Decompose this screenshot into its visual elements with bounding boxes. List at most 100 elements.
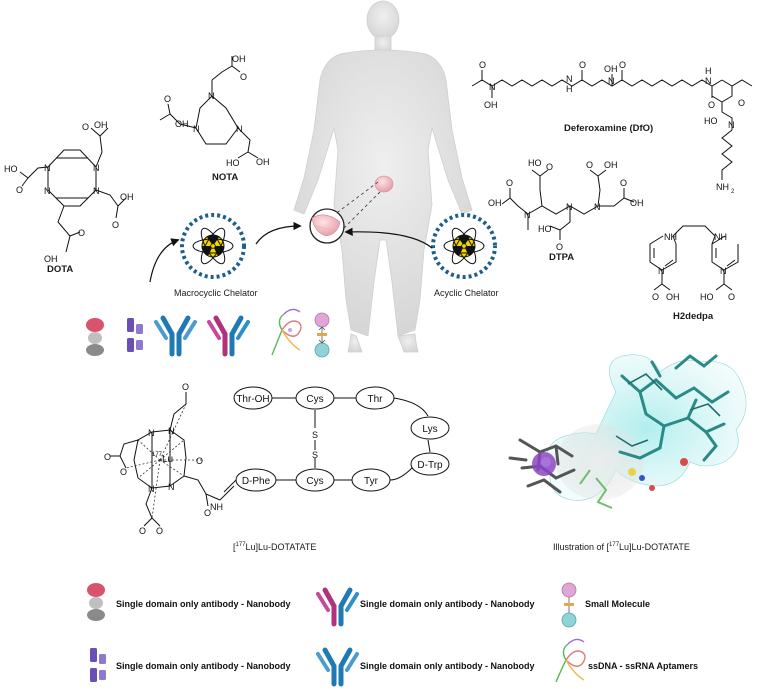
svg-text:NH: NH [716, 182, 729, 192]
dtpa-atoms: N N N OH O HO O HO O O OH O OH [488, 158, 644, 252]
dfo-atoms: O N OH H N O N OH O N H O N HO O NH 2 [479, 60, 745, 195]
svg-text:H: H [566, 84, 573, 94]
nota-structure [159, 56, 259, 159]
svg-text:HO: HO [226, 158, 240, 168]
dota-label: DOTA [47, 264, 74, 275]
dotatate-chelate-structure [110, 392, 235, 527]
residue-tyr-node [351, 468, 391, 492]
svg-text:O: O [164, 94, 171, 104]
legend-small-molecule-icon [561, 582, 577, 628]
svg-text:N: N [608, 76, 615, 86]
antibody-magenta-blue-icon-row [207, 315, 250, 357]
svg-text:OH: OH [488, 198, 502, 208]
svg-text:Lu: Lu [162, 454, 173, 465]
magnified-tissue [309, 208, 345, 244]
legend-antibody-magenta-icon [316, 587, 359, 627]
svg-text:O: O [708, 100, 715, 110]
svg-text:N: N [193, 124, 200, 134]
peptide-residues [233, 386, 450, 492]
dotatate-coordination-lines [125, 403, 204, 519]
svg-text:N: N [489, 82, 496, 92]
dtpa-structure [501, 169, 635, 240]
svg-text:NH: NH [664, 232, 677, 242]
svg-text:OH: OH [666, 292, 680, 302]
svg-text:O: O [139, 526, 146, 536]
svg-text:N: N [236, 124, 243, 134]
svg-text:OH: OH [604, 64, 618, 74]
svg-text:OH: OH [120, 192, 134, 202]
svg-text:HO: HO [528, 158, 542, 168]
acyclic-chelator-label: Acyclic Chelator [434, 288, 499, 298]
legend-aptamer-icon [555, 638, 586, 683]
svg-text:N: N [566, 202, 573, 212]
svg-text:O: O [546, 162, 553, 172]
svg-text:O: O [156, 526, 163, 536]
svg-text:N: N [93, 163, 100, 173]
zoom-lines [337, 181, 381, 233]
flow-arrows [149, 221, 433, 283]
legend-text-nanobody: Single domain only antibody - Nanobody [116, 599, 291, 609]
residue-thr-node [355, 386, 395, 410]
svg-text:OH: OH [484, 100, 498, 110]
svg-text:O: O [82, 122, 89, 132]
svg-text:HO: HO [704, 116, 718, 126]
antibody-blue-icon-row [154, 315, 197, 357]
svg-text:O: O [104, 452, 111, 462]
nanobody-icon-row [86, 318, 104, 356]
svg-text:O: O [120, 467, 127, 477]
svg-text:O: O [620, 178, 627, 188]
legend-fusion-protein-icon [90, 648, 106, 682]
residue-thr-label: Thr [368, 394, 384, 405]
dotatate-caption: [177Lu]Lu-DOTATATE [233, 542, 317, 552]
acyclic-chelator-icon [431, 213, 497, 279]
illustration-caption: Illustration of [177Lu]Lu-DOTATATE [553, 542, 690, 552]
dtpa-label: DTPA [549, 252, 575, 263]
svg-text:OH: OH [94, 120, 108, 130]
residue-cys-top-label: Cys [306, 394, 323, 405]
legend-nanobody-icon [87, 583, 105, 621]
svg-text:HO: HO [538, 224, 552, 234]
nota-label: NOTA [212, 172, 239, 183]
residue-tyr-label: Tyr [364, 476, 379, 487]
svg-text:N: N [93, 186, 100, 196]
dotatate-3d-illustration [508, 354, 747, 509]
h2dedpa-label: H2dedpa [673, 311, 714, 322]
svg-text:O: O [112, 220, 119, 230]
svg-text:N: N [566, 74, 573, 84]
svg-text:O: O [738, 98, 745, 108]
disulfide-s1: S [312, 430, 318, 440]
fusion-protein-icon-row [127, 318, 143, 352]
target-organ-highlight [374, 175, 394, 193]
residue-cys-top-node [295, 386, 335, 410]
legend-text-small-molecule: Small Molecule [585, 599, 651, 609]
svg-text:O: O [196, 456, 203, 466]
residue-lys-node [410, 416, 450, 440]
svg-text:O: O [556, 242, 563, 252]
h2dedpa-structure [649, 225, 739, 291]
svg-text:O: O [182, 382, 189, 392]
dfo-structure [471, 70, 753, 180]
svg-text:N: N [148, 428, 155, 438]
residue-dtrp-label: D-Trp [417, 460, 443, 471]
residue-thr-oh-label: Thr-OH [236, 394, 269, 405]
svg-text:N: N [524, 210, 531, 220]
svg-text:O: O [240, 72, 247, 82]
svg-text:O: O [652, 292, 659, 302]
residue-cys-bottom-label: Cys [306, 476, 323, 487]
svg-text:N: N [168, 482, 175, 492]
svg-text:OH: OH [232, 54, 246, 64]
peptide-labels: Thr-OH Cys Thr Lys D-Trp Tyr Cys D-Phe S… [236, 394, 443, 487]
svg-text:177: 177 [152, 452, 163, 458]
residue-lys-label: Lys [422, 424, 437, 435]
residue-dphe-node [235, 468, 277, 492]
svg-text:OH: OH [630, 198, 644, 208]
dota-structure [19, 127, 127, 253]
legend-text-antibody-magenta: Single domain only antibody - Nanobody [360, 599, 535, 609]
svg-text:OH: OH [604, 160, 618, 170]
svg-text:N: N [705, 76, 712, 86]
legend-text-antibody-blue: Single domain only antibody - Nanobody [360, 661, 535, 671]
legend-text-aptamer: ssDNA - ssRNA Aptamers [588, 661, 699, 671]
svg-text:N: N [148, 484, 155, 494]
